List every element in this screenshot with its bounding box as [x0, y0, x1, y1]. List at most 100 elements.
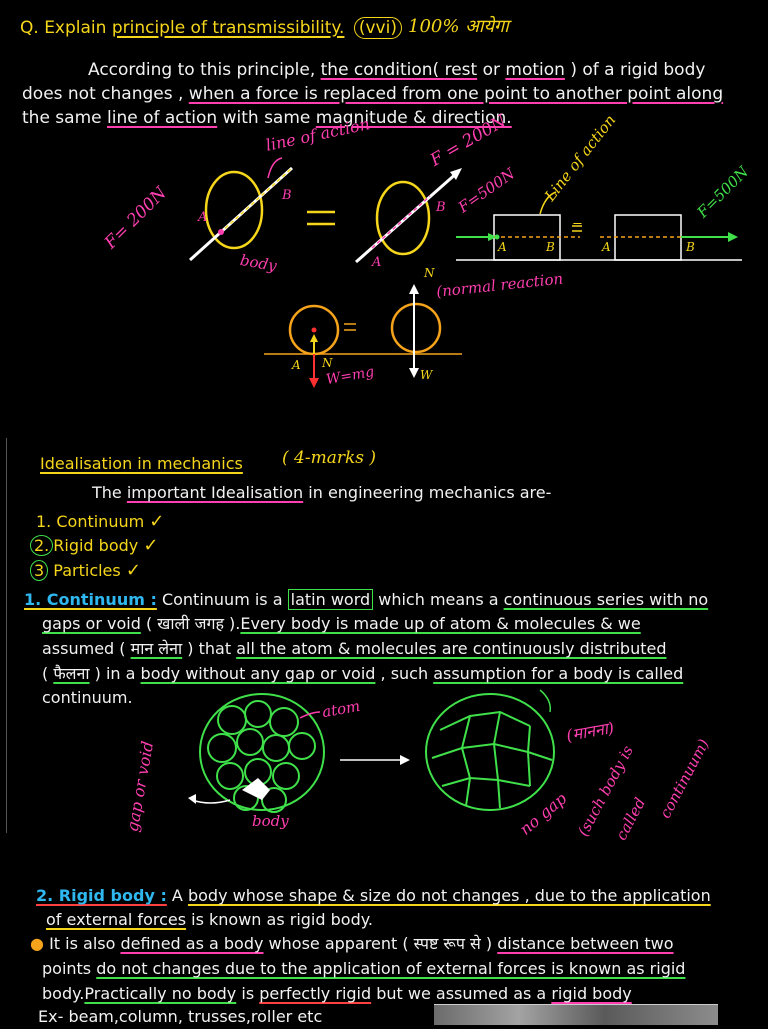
definition-line-1: According to this principle, the conditi…: [88, 58, 705, 82]
def-condition: the condition(: [320, 60, 445, 80]
block-a-2: A: [602, 240, 611, 254]
margin-rule: [6, 438, 7, 833]
intro-important: important Idealisation: [126, 483, 304, 502]
label-b: B: [282, 188, 292, 203]
bullet-icon: ●: [30, 934, 44, 953]
label-b-2: B: [436, 200, 446, 215]
rigid-text: A: [166, 886, 188, 905]
rigid-text: but we assumed as a: [371, 984, 552, 1003]
intro-text: The: [92, 483, 127, 502]
continuum-line-5: continuum.: [42, 688, 133, 707]
cont-distributed: all the atom & molecules are continuousl…: [236, 639, 667, 658]
cont-text: which means a: [373, 590, 504, 609]
ideal-item-2: 2.Rigid body ✓: [30, 534, 158, 558]
cont-text: ) in a: [89, 664, 141, 683]
question-line: Q. Explain principle of transmissibility…: [20, 16, 402, 40]
continuum-body-sketch: [425, 693, 555, 811]
def-or: or: [477, 60, 506, 80]
def-rest: rest: [444, 60, 478, 80]
definition-line-3: the same line of action with same magnit…: [22, 106, 512, 130]
cont-assumption: assumption for a body is called: [433, 664, 684, 683]
marks-note: ( 4-marks ): [282, 448, 377, 468]
question-title: principle of transmissibility.: [111, 18, 345, 38]
cont-text: assumed (: [42, 639, 131, 658]
rigid-hindi: whose apparent ( स्पष्ट रूप से ): [263, 934, 498, 953]
rigid-label: 2. Rigid body :: [36, 886, 167, 905]
definition-line-2: does not changes , when a force is repla…: [22, 82, 723, 106]
question-note: 100% आयेगा: [408, 16, 509, 37]
continuum-note: continuum): [656, 735, 713, 822]
rigid-line-4: points do not changes due to the applica…: [42, 957, 685, 981]
rigid-assumed: rigid body: [551, 984, 632, 1003]
continuum-line-2: gaps or void ( खाली जगह ).Every body is …: [42, 612, 641, 636]
def-text: According to this principle,: [88, 60, 321, 80]
continuum-line-3: assumed ( मान लेना ) that all the atom &…: [42, 637, 666, 661]
label-a-2: A: [372, 255, 382, 270]
body-ellipse-right: [375, 180, 431, 256]
def-magnitude: magnitude & direction.: [315, 108, 512, 128]
idealisation-intro: The important Idealisation in engineerin…: [92, 481, 551, 505]
body-note: body: [252, 812, 289, 830]
intro-text: in engineering mechanics are-: [303, 483, 552, 502]
n-label: N: [424, 266, 435, 280]
transmissibility-figure: [188, 157, 742, 388]
ideal-item-1: 1. Continuum ✓: [36, 511, 165, 532]
circle-a-label: A: [292, 358, 301, 372]
rigid-text: is known as rigid body.: [186, 910, 373, 929]
cont-hindi-2: मान लेना: [130, 639, 183, 658]
rigid-line-1: 2. Rigid body : A body whose shape & siz…: [36, 884, 711, 908]
latin-word: latin word: [287, 589, 374, 610]
continuum-line-1: 1. Continuum : Continuum is a latin word…: [24, 588, 708, 612]
cont-text: Continuum is a: [156, 590, 288, 609]
rigid-text: is: [236, 984, 260, 1003]
cont-no-gap: body without any gap or void: [140, 664, 376, 683]
point-a-left: [218, 229, 224, 235]
rigid-line-2: of external forces is known as rigid bod…: [46, 908, 373, 932]
question-prefix: Q. Explain: [20, 18, 112, 38]
rigid-line-5: body.Practically no body is perfectly ri…: [42, 982, 632, 1006]
def-text: does not changes ,: [22, 84, 189, 104]
cont-gaps: gaps or void: [42, 614, 141, 633]
cont-atoms: Every body is made up of atom & molecule…: [240, 614, 641, 633]
n-label-2: N: [322, 356, 333, 370]
rigid-example: Ex- beam,column, trusses,roller etc: [38, 1007, 323, 1026]
def-text: the same: [22, 108, 107, 128]
cont-hindi: ( खाली जगह ).: [140, 614, 241, 633]
rigid-defined: defined as a body: [120, 934, 264, 953]
cont-hindi-3: फैलना: [53, 664, 90, 683]
called-note: called: [612, 794, 650, 844]
rigid-no-change: do not changes due to the application of…: [96, 959, 686, 978]
rigid-text: body.: [42, 984, 85, 1003]
rigid-distance: distance between two: [497, 934, 674, 953]
ideal-item-text: 1. Continuum: [36, 512, 145, 531]
block-b: B: [546, 240, 555, 254]
circle-right: [390, 302, 442, 354]
structure-photo: [434, 1004, 718, 1025]
block-a: A: [498, 240, 507, 254]
ideal-item-3: 3 Particles ✓: [30, 559, 141, 583]
def-rigid: ) of a rigid body: [564, 60, 706, 80]
rigid-shape: body whose shape & size do not changes ,…: [187, 886, 711, 905]
no-gap-note: no gap: [515, 788, 571, 839]
cont-text: ) that: [182, 639, 237, 658]
cont-text: (: [42, 664, 54, 683]
rigid-forces: of external forces: [46, 910, 187, 929]
cont-text: , such: [375, 664, 434, 683]
atom-note: atom: [320, 696, 362, 722]
vvi-tag: (vvi): [353, 17, 402, 39]
manna-note: (मानना): [564, 717, 616, 746]
force-arrow-right: [355, 170, 459, 264]
def-line-of-action: line of action: [107, 108, 218, 128]
body-ellipse-left: [204, 170, 264, 250]
continuum-line-4: ( फैलना ) in a body without any gap or v…: [42, 662, 683, 686]
w-label: W: [420, 368, 433, 382]
block-b-2: B: [686, 240, 695, 254]
rigid-practically: Practically no body: [84, 984, 237, 1003]
ideal-item-text: Rigid body: [53, 536, 139, 555]
atoms-body-sketch: [199, 693, 325, 813]
rigid-perfect: perfectly rigid: [259, 984, 372, 1003]
rigid-bullet-1: ● It is also defined as a body whose app…: [30, 932, 674, 956]
rigid-text: points: [42, 959, 97, 978]
block-eq: =: [572, 218, 583, 233]
def-replaced: when a force is replaced from one point …: [188, 84, 724, 104]
